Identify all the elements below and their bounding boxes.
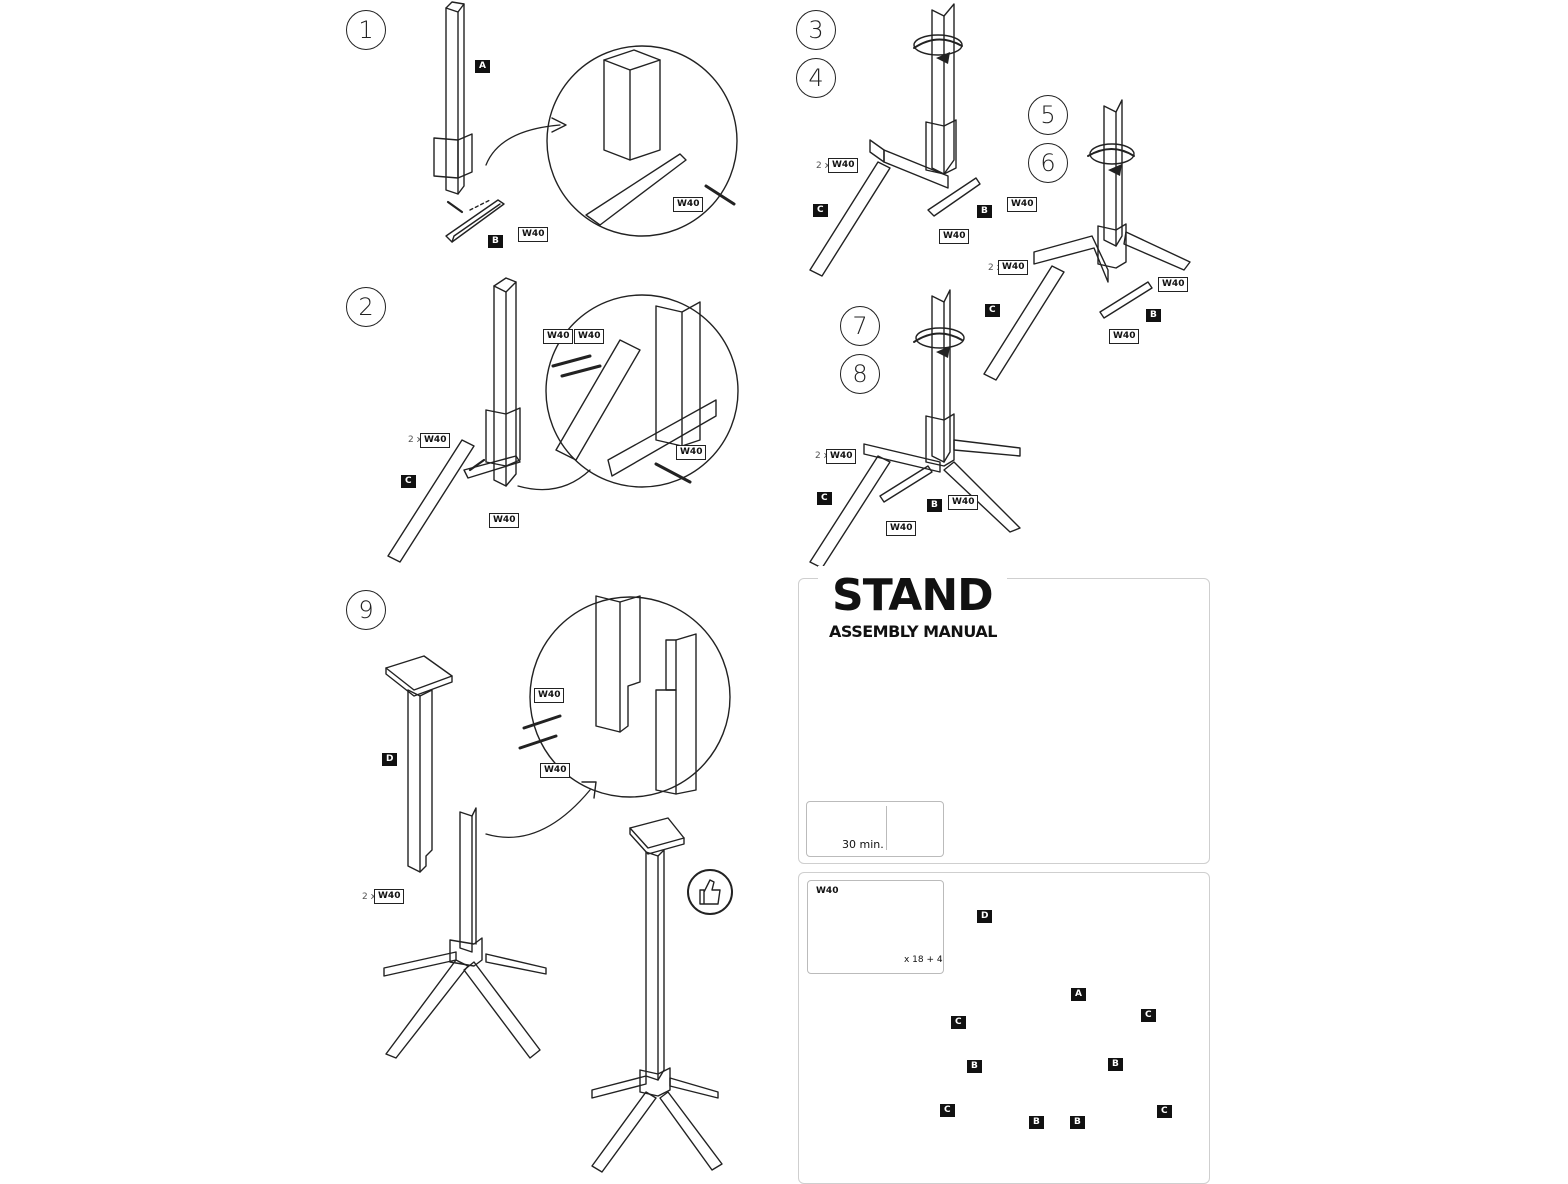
manual-title: STAND (818, 566, 1007, 626)
step-number: 7 (840, 306, 880, 346)
step1-drawing (433, 1, 738, 243)
part-label-c: C (401, 475, 416, 488)
rotation-arrows (913, 38, 1135, 343)
screw-label: W40 (948, 495, 979, 510)
assembly-time: 30 min. (842, 838, 884, 851)
screw-quantity: x 18 + 4 (904, 955, 943, 965)
screw-label: W40 (826, 449, 857, 464)
screw-label: W40 (574, 329, 605, 344)
screw-code: W40 (816, 886, 839, 896)
part-label-c: C (813, 204, 828, 217)
part-label-c: C (1141, 1009, 1156, 1022)
part-label-a: A (475, 60, 490, 73)
screw-label: W40 (1007, 197, 1038, 212)
clock-icon (846, 806, 878, 838)
info-divider (886, 806, 887, 850)
thumbs-up-icon (688, 870, 732, 914)
part-label-b: B (927, 499, 942, 512)
manual-subtitle: ASSEMBLY MANUAL (829, 622, 997, 641)
part-label-c: C (985, 304, 1000, 317)
part-label-b: B (488, 235, 503, 248)
part-label-c: C (940, 1104, 955, 1117)
part-label-b: B (967, 1060, 982, 1073)
step-number: 3 (796, 10, 836, 50)
quantity-label: 2 x (408, 435, 422, 445)
screw-label: W40 (939, 229, 970, 244)
quantity-label: 2 x (815, 451, 829, 461)
step2-drawing (387, 277, 739, 563)
quantity-label: 2 x (362, 892, 376, 902)
thumbs-up-icon-drawing (687, 869, 733, 915)
part-label-c: C (817, 492, 832, 505)
step34-drawing (809, 3, 981, 277)
part-label-c: C (951, 1016, 966, 1029)
screw-label: W40 (998, 260, 1029, 275)
step-number: 1 (346, 10, 386, 50)
screw-label: W40 (676, 445, 707, 460)
part-label-b: B (1146, 309, 1161, 322)
screw-label: W40 (1109, 329, 1140, 344)
step-number: 8 (840, 354, 880, 394)
screw-label: W40 (420, 433, 451, 448)
part-label-b: B (1029, 1116, 1044, 1129)
quantity-label: 2 x (816, 161, 830, 171)
screw-label: W40 (489, 513, 520, 528)
screw-label: W40 (673, 197, 704, 212)
step-number: 9 (346, 590, 386, 630)
part-label-b: B (1108, 1058, 1123, 1071)
info-box (806, 801, 944, 857)
person-icon (810, 804, 842, 852)
part-label-d: D (382, 753, 398, 766)
screw-label: W40 (518, 227, 549, 242)
step-number: 2 (346, 287, 386, 327)
screwdriver-icon (892, 806, 936, 850)
screw-label: W40 (1158, 277, 1189, 292)
step-number: 5 (1028, 95, 1068, 135)
screw-label: W40 (543, 329, 574, 344)
push-arrows (446, 200, 486, 472)
screw-label: W40 (534, 688, 565, 703)
screw-box (807, 880, 944, 974)
step9-drawing (383, 595, 731, 1173)
quantity-label: 2 x (988, 263, 1002, 273)
screw-label: W40 (540, 763, 571, 778)
step-number: 4 (796, 58, 836, 98)
part-label-b: B (1070, 1116, 1085, 1129)
screw-label: W40 (886, 521, 917, 536)
screw-label: W40 (374, 889, 405, 904)
rotation-arrowheads (936, 52, 1122, 358)
step-number: 6 (1028, 143, 1068, 183)
part-label-d: D (977, 910, 993, 923)
part-label-a: A (1071, 988, 1086, 1001)
screw-label: W40 (828, 158, 859, 173)
part-label-c: C (1157, 1105, 1172, 1118)
part-label-b: B (977, 205, 992, 218)
step56-drawing (983, 99, 1191, 381)
